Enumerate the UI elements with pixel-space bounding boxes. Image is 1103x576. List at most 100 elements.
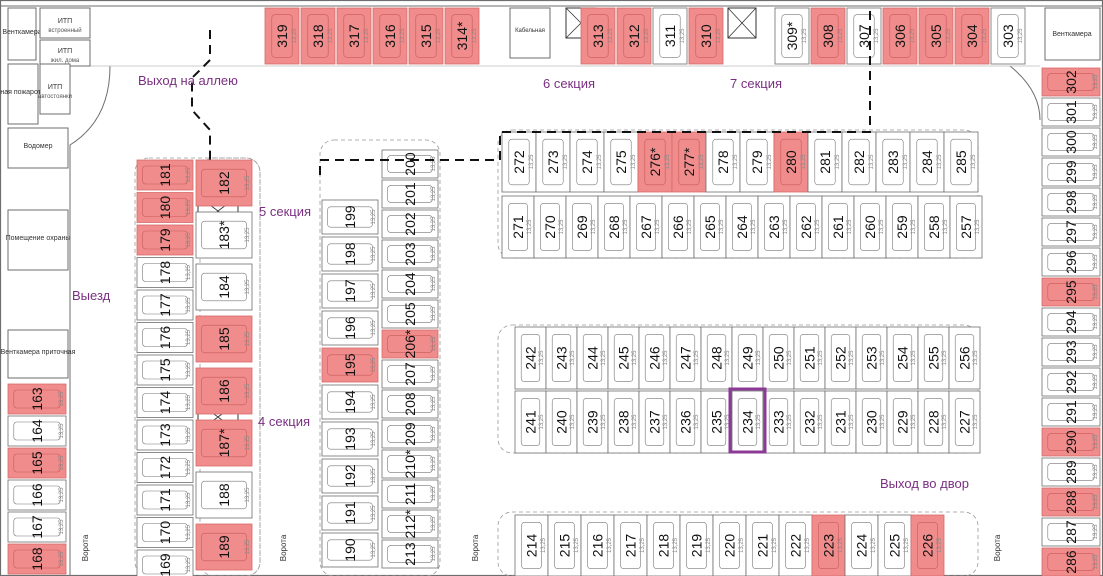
car-outline bbox=[604, 203, 624, 251]
parking-spot-dimension: 13,25 bbox=[1093, 434, 1099, 450]
parking-spot-number: 285 bbox=[953, 150, 969, 174]
parking-spot-number: 223 bbox=[821, 534, 837, 558]
car-outline bbox=[13, 485, 61, 505]
parking-spot-number: 237 bbox=[647, 410, 663, 434]
parking-spot-number: 193 bbox=[342, 427, 358, 451]
parking-spot-dimension: 13,25 bbox=[431, 336, 437, 352]
parking-spot-dimension: 13,25 bbox=[59, 455, 65, 471]
car-outline bbox=[387, 425, 433, 443]
parking-spot-box bbox=[1041, 217, 1101, 247]
parking-spot-box bbox=[195, 367, 253, 415]
car-outline bbox=[1047, 433, 1095, 451]
parking-spot-number: 276* bbox=[647, 147, 663, 176]
parking-spot-dimension: 13,25 bbox=[186, 199, 192, 215]
car-outline bbox=[892, 203, 912, 251]
parking-spot-number: 196 bbox=[342, 316, 358, 340]
parking-spot-number: 302 bbox=[1063, 70, 1079, 94]
parking-spot-dimension: 13,25 bbox=[663, 414, 669, 430]
parking-spot-box bbox=[1041, 517, 1101, 547]
car-outline bbox=[780, 138, 802, 186]
car-outline bbox=[923, 334, 944, 382]
parking-spot-box bbox=[195, 315, 253, 363]
parking-spot-number: 264 bbox=[734, 215, 750, 239]
car-outline bbox=[828, 203, 848, 251]
car-outline bbox=[659, 14, 681, 58]
parking-spot-box bbox=[136, 484, 194, 516]
parking-spot-number: 248 bbox=[709, 346, 725, 370]
parking-spot-box bbox=[545, 326, 578, 390]
parking-spot-number: 244 bbox=[585, 346, 601, 370]
car-outline bbox=[387, 485, 433, 503]
parking-spot-dimension: 13,25 bbox=[655, 219, 661, 235]
parking-spot-number: 306 bbox=[892, 24, 908, 48]
parking-spot-dimension: 13,25 bbox=[186, 524, 192, 540]
parking-spot-dimension: 13,25 bbox=[186, 459, 192, 475]
parking-spot-dimension: 13,25 bbox=[871, 537, 877, 553]
parking-spot-number: 269 bbox=[574, 215, 590, 239]
car-outline bbox=[201, 532, 247, 562]
parking-spot-dimension: 13,25 bbox=[874, 28, 880, 44]
parking-spot-number: 205 bbox=[402, 302, 418, 326]
parking-spot-dimension: 13,25 bbox=[371, 542, 377, 558]
parking-spot-number: 256 bbox=[957, 346, 973, 370]
parking-spot-dimension: 13,25 bbox=[245, 435, 251, 451]
parking-spot-number: 299 bbox=[1063, 160, 1079, 184]
parking-spot-box bbox=[844, 514, 879, 576]
parking-spot-number: 272 bbox=[511, 150, 527, 174]
parking-spot-box bbox=[918, 7, 954, 65]
car-outline bbox=[540, 203, 560, 251]
parking-spot-dimension: 13,25 bbox=[680, 28, 686, 44]
stair-block-3 bbox=[727, 7, 757, 39]
parking-spot-box bbox=[408, 7, 444, 65]
car-outline bbox=[814, 138, 836, 186]
car-outline bbox=[997, 14, 1019, 58]
parking-spot-box bbox=[381, 209, 439, 239]
left-inner-spot: 183*13,25 bbox=[195, 211, 253, 259]
parking-spot-box bbox=[321, 458, 379, 494]
parking-spot-number: 191 bbox=[342, 501, 358, 525]
car-outline bbox=[587, 522, 608, 569]
parking-spot-dimension: 13,25 bbox=[838, 537, 844, 553]
parking-spot-box bbox=[603, 131, 639, 193]
car-outline bbox=[201, 220, 247, 250]
parking-spot-dimension: 13,25 bbox=[601, 414, 607, 430]
parking-spot-box bbox=[853, 195, 887, 259]
vent-room-right bbox=[1044, 7, 1101, 61]
parking-spot-dimension: 13,25 bbox=[1018, 28, 1024, 44]
parking-spot-number: 185 bbox=[216, 327, 232, 351]
parking-spot-box bbox=[514, 514, 549, 576]
car-outline bbox=[861, 398, 882, 446]
parking-spot-dimension: 13,25 bbox=[716, 28, 722, 44]
parking-spot-dimension: 13,25 bbox=[903, 154, 909, 170]
parking-spot-box bbox=[381, 149, 439, 179]
car-outline bbox=[387, 275, 433, 293]
highlighted-spot-frame bbox=[728, 387, 767, 454]
car-outline bbox=[327, 206, 373, 228]
parking-spot-box bbox=[547, 514, 582, 576]
parking-spot-number: 274 bbox=[579, 150, 595, 174]
parking-spot-dimension: 13,25 bbox=[1093, 554, 1099, 570]
car-outline bbox=[327, 243, 373, 265]
parking-spot-number: 261 bbox=[830, 215, 846, 239]
